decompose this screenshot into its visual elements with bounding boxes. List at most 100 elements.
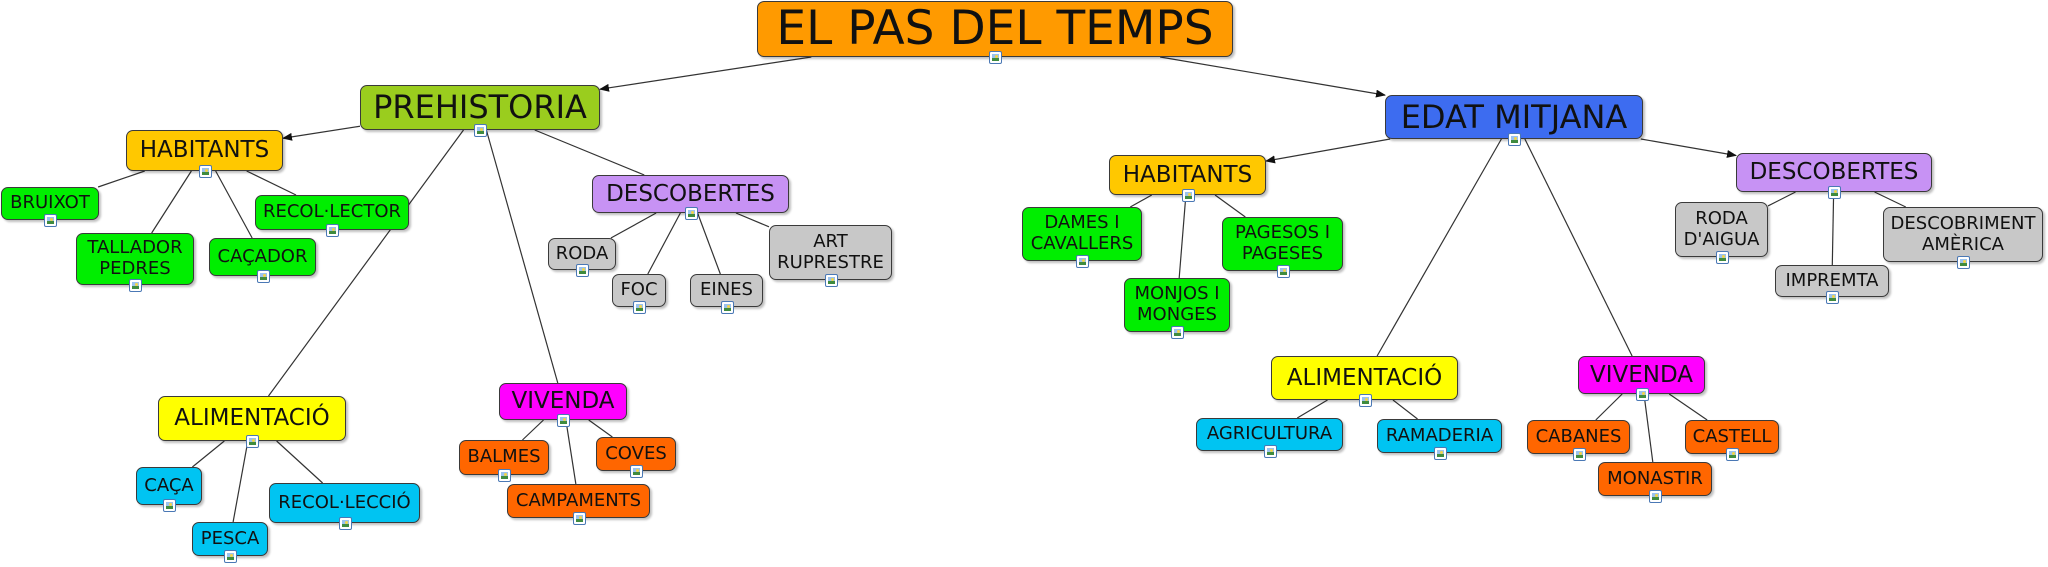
node-label: PESCA [200,527,260,549]
picture-icon[interactable] [684,207,698,220]
node-label: RECOL·LECCIÓ [278,491,411,513]
picture-icon[interactable] [1715,251,1729,264]
link-edat_mitjana-to-m_descobertes [1640,138,1737,158]
picture-icon[interactable] [129,279,142,292]
picture-icon[interactable] [633,301,646,314]
picture-icon[interactable] [1649,490,1662,503]
picture-icon[interactable] [557,414,570,427]
link-prehistoria-to-p_habitants [282,125,361,141]
picture-icon[interactable] [1181,189,1195,202]
picture-icon[interactable] [256,270,270,283]
node-campaments[interactable]: CAMPAMENTS [507,484,650,525]
node-eines[interactable]: EINES [690,274,763,314]
picture-icon[interactable] [1076,255,1089,268]
node-label: AGRICULTURA [1206,423,1333,445]
node-cabanes[interactable]: CABANES [1527,420,1630,461]
picture-icon[interactable] [824,274,838,287]
link-edat_mitjana-to-m_alimentacio [1376,138,1502,357]
link-p_descobertes-to-p_foc [647,212,681,275]
picture-icon[interactable] [1171,326,1184,339]
node-roda[interactable]: RODA [548,238,616,277]
node-label: HABITANTS [139,137,270,164]
node-label: DESCOBERTES [606,180,775,207]
picture-icon[interactable] [44,214,57,227]
picture-icon[interactable] [1726,448,1739,461]
node-prehistoria-vivenda[interactable]: VIVENDA [499,383,627,427]
node-agricultura[interactable]: AGRICULTURA [1196,418,1343,458]
picture-icon[interactable] [1828,186,1841,199]
node-coves[interactable]: COVES [596,437,676,478]
link-p_habitants-to-p_cacador [215,170,253,239]
node-caca[interactable]: CAÇA [136,467,202,512]
node-bruixot[interactable]: BRUIXOT [1,187,99,227]
node-tallador-pedres[interactable]: TALLADOR PEDRES [76,233,194,292]
picture-icon[interactable] [576,264,589,277]
node-foc[interactable]: FOC [612,274,666,314]
node-label: EL PAS DEL TEMPS [776,0,1214,56]
node-edat-mitjana[interactable]: EDAT MITJANA [1385,95,1643,146]
node-recol-lector[interactable]: RECOL·LECTOR [255,195,409,237]
link-p_habitants-to-p_bruixot [97,170,145,188]
picture-icon[interactable] [498,469,511,482]
picture-icon[interactable] [338,517,352,530]
node-label: PAGESOS I PAGESES [1234,222,1331,264]
picture-icon[interactable] [1358,394,1372,407]
picture-icon[interactable] [1826,291,1839,304]
picture-icon[interactable] [720,301,734,314]
node-label: IMPREMTA [1785,269,1879,291]
node-castell[interactable]: CASTELL [1685,420,1779,461]
picture-icon[interactable] [989,51,1002,64]
node-cacador[interactable]: CAÇADOR [209,238,316,283]
link-m_vivenda-to-m_castell [1668,393,1708,421]
picture-icon[interactable] [224,550,237,563]
node-monastir[interactable]: MONASTIR [1598,462,1712,503]
node-prehistoria-alimentacio[interactable]: ALIMENTACIÓ [158,396,346,448]
node-balmes[interactable]: BALMES [459,440,549,482]
node-label: RAMADERIA [1385,424,1494,446]
node-root-el-pas-del-temps[interactable]: EL PAS DEL TEMPS [757,0,1233,64]
picture-icon[interactable] [1635,388,1649,401]
node-recol-leccio[interactable]: RECOL·LECCIÓ [269,483,420,530]
picture-icon[interactable] [326,224,339,237]
node-label: CAÇADOR [217,245,308,267]
node-descobriment-america[interactable]: DESCOBRIMENT AMÈRICA [1883,207,2043,269]
node-edat-mitjana-descobertes[interactable]: DESCOBERTES [1736,153,1932,199]
node-ramaderia[interactable]: RAMADERIA [1377,419,1502,460]
picture-icon[interactable] [1433,447,1447,460]
picture-icon[interactable] [1276,265,1290,278]
node-label: TALLADOR PEDRES [87,237,183,279]
node-edat-mitjana-vivenda[interactable]: VIVENDA [1578,356,1705,401]
picture-icon[interactable] [1572,448,1586,461]
node-pesca[interactable]: PESCA [192,522,268,563]
node-pagesos-pageses[interactable]: PAGESOS I PAGESES [1222,217,1343,278]
node-roda-aigua[interactable]: RODA D'AIGUA [1675,202,1768,264]
node-dames-cavallers[interactable]: DAMES I CAVALLERS [1022,207,1142,268]
node-label: CASTELL [1692,425,1772,447]
node-edat-mitjana-habitants[interactable]: HABITANTS [1109,155,1266,202]
picture-icon[interactable] [474,124,487,137]
picture-icon[interactable] [163,499,176,512]
node-label: VIVENDA [511,388,615,415]
node-monjos-monges[interactable]: MONJOS I MONGES [1124,278,1230,339]
link-root-to-edat_mitjana [1160,56,1386,98]
node-label: EINES [700,279,753,301]
picture-icon[interactable] [198,165,212,178]
picture-icon[interactable] [246,435,259,448]
node-label: VIVENDA [1589,361,1694,388]
node-prehistoria-descobertes[interactable]: DESCOBERTES [592,175,789,220]
node-prehistoria-habitants[interactable]: HABITANTS [126,130,283,178]
node-art-rupestre[interactable]: ART RUPRESTRE [769,225,892,287]
picture-icon[interactable] [630,465,643,478]
picture-icon[interactable] [1957,256,1970,269]
node-label: HABITANTS [1122,161,1253,188]
picture-icon[interactable] [1263,445,1277,458]
node-edat-mitjana-alimentacio[interactable]: ALIMENTACIÓ [1271,356,1458,407]
node-label: ART RUPRESTRE [777,230,884,273]
picture-icon[interactable] [572,512,586,525]
node-label: CABANES [1535,425,1622,447]
link-prehistoria-to-p_alimentacio [268,129,464,397]
node-prehistoria[interactable]: PREHISTORIA [360,85,600,137]
node-impremta[interactable]: IMPREMTA [1775,265,1889,304]
picture-icon[interactable] [1508,133,1521,146]
node-label: ALIMENTACIÓ [1286,364,1443,391]
